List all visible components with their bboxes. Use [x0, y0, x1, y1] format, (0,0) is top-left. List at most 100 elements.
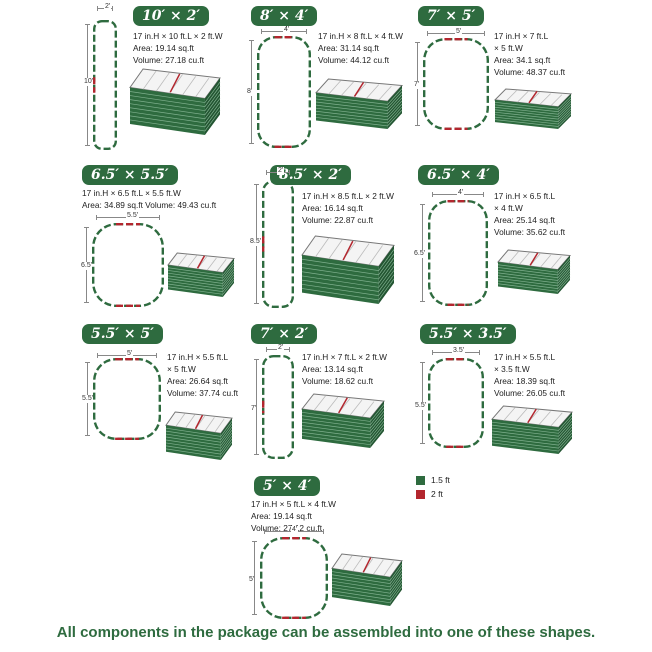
legend-label: 2 ft	[431, 489, 443, 499]
length-dimension-label: 5.5′	[82, 395, 94, 403]
length-dimension-label: 7′	[414, 81, 420, 89]
spec-line: Volume: 22.87 cu.ft	[302, 215, 374, 225]
length-dimension-line	[252, 541, 257, 615]
bed-outline-diagram	[262, 180, 294, 313]
shape-title: 6.5′ × 4′	[418, 165, 499, 185]
bed-outline-diagram	[92, 223, 164, 312]
bed-outline-diagram	[93, 20, 117, 155]
spec-list: 17 in.H × 7 ft.L × 2 ft.W Area: 13.14 sq.…	[302, 351, 387, 387]
spec-line: Volume: 26.05 cu.ft	[494, 388, 566, 398]
spec-line: 17 in.H × 5.5 ft.L	[167, 352, 229, 362]
raised-bed-illustration	[300, 392, 386, 455]
length-dimension-label: 10′	[84, 78, 94, 86]
spec-line: Area: 16.14 sq.ft	[302, 203, 363, 213]
spec-line: Area: 31.14 sq.ft	[318, 43, 379, 53]
spec-line: 17 in.H × 7 ft.L	[494, 31, 549, 41]
raised-bed-illustration	[314, 77, 404, 136]
bed-outline-diagram	[428, 358, 484, 453]
spec-list: 17 in.H × 5.5 ft.L × 3.5 ft.W Area: 18.39 …	[494, 351, 565, 399]
spec-line: Volume: 44.12 cu.ft	[318, 55, 390, 65]
width-dimension-label: 2′	[277, 344, 285, 352]
shape-title: 5.5′ × 5′	[82, 324, 163, 344]
spec-line: × 3.5 ft.W	[494, 364, 530, 374]
raised-bed-illustration	[166, 251, 236, 304]
bed-outline-diagram	[93, 358, 161, 445]
spec-line: Area: 25.14 sq.ft	[494, 215, 555, 225]
spec-list: 17 in.H × 5.5 ft.L × 5 ft.W Area: 26.64 sq…	[167, 351, 238, 399]
width-dimension-label: 2′	[104, 3, 112, 11]
shape-title: 7′ × 5′	[418, 6, 485, 26]
legend-swatch	[416, 489, 425, 499]
spec-line: 17 in.H × 5.5 ft.L	[494, 352, 556, 362]
shape-title: 5′ × 4′	[254, 476, 321, 496]
length-dimension-label: 5.5′	[415, 402, 427, 410]
spec-line: Area: 18.39 sq.ft	[494, 376, 555, 386]
spec-line: Volume: 18.62 cu.ft	[302, 376, 374, 386]
shape-title: 10′ × 2′	[133, 6, 210, 26]
spec-line: 17 in.H × 5 ft.L × 4 ft.W	[251, 499, 337, 509]
spec-line: 17 in.H × 6.5 ft.L	[494, 191, 556, 201]
raised-bed-illustration	[330, 552, 404, 613]
spec-line: Volume: 35.62 cu.ft	[494, 227, 566, 237]
spec-line: 17 in.H × 8.5 ft.L × 2 ft.W	[302, 191, 394, 201]
shape-title: 8′ × 4′	[251, 6, 318, 26]
raised-bed-illustration	[490, 404, 574, 461]
raised-bed-illustration	[300, 234, 396, 311]
width-dimension-label: 4′	[283, 26, 291, 34]
footer-caption: All components in the package can be ass…	[56, 624, 596, 641]
width-dimension-label: 3.5′	[452, 347, 466, 355]
raised-bed-illustration	[493, 87, 573, 136]
length-dimension-label: 8.5′	[250, 238, 262, 246]
length-dimension-label: 8′	[247, 88, 253, 96]
shape-title: 7′ × 2′	[251, 324, 318, 344]
spec-list: 17 in.H × 5 ft.L × 4 ft.W Area: 19.14 sq.…	[251, 498, 336, 534]
bed-outline-diagram	[257, 36, 311, 153]
shape-title: 5.5′ × 3.5′	[420, 324, 516, 344]
spec-line: Volume: 37.74 cu.ft	[167, 388, 239, 398]
spec-list: 17 in.H × 8.5 ft.L × 2 ft.W Area: 16.14 s…	[302, 190, 394, 226]
spec-line: × 5 ft.W	[494, 43, 523, 53]
legend: 1.5 ft 2 ft	[416, 473, 450, 501]
width-dimension-label: 4′	[457, 189, 465, 197]
shape-title: 6.5′ × 5.5′	[82, 165, 178, 185]
length-dimension-label: 7′	[251, 405, 257, 413]
length-dimension-line	[254, 359, 259, 455]
spec-line: Area: 13.14 sq.ft	[302, 364, 363, 374]
spec-list: 17 in.H × 7 ft.L × 5 ft.W Area: 34.1 sq.ft…	[494, 30, 565, 78]
bed-outline-diagram	[262, 355, 294, 464]
width-dimension-label: 2′	[277, 167, 285, 175]
spec-line: Volume: 27.18 cu.ft	[133, 55, 205, 65]
legend-label: 1.5 ft	[431, 475, 450, 485]
raised-bed-illustration	[128, 67, 222, 142]
length-dimension-label: 6.5′	[81, 262, 93, 270]
spec-list: 17 in.H × 6.5 ft.L × 5.5 ft.W Area: 34.89…	[82, 187, 216, 211]
bed-outline-diagram	[428, 200, 488, 311]
width-dimension-label: 4′	[291, 526, 299, 534]
spec-line: Area: 34.89 sq.ft Volume: 49.43 cu.ft	[82, 200, 217, 210]
spec-line: × 4 ft.W	[494, 203, 523, 213]
spec-line: Volume: 48.37 cu.ft	[494, 67, 566, 77]
width-dimension-label: 5′	[126, 350, 134, 358]
spec-list: 17 in.H × 8 ft.L × 4 ft.W Area: 31.14 sq.…	[318, 30, 403, 66]
spec-line: 17 in.H × 6.5 ft.L × 5.5 ft.W	[82, 188, 181, 198]
legend-swatch	[416, 475, 425, 485]
legend-item: 1.5 ft	[416, 473, 450, 487]
bed-outline-diagram	[260, 537, 328, 624]
width-dimension-label: 5.5′	[126, 212, 140, 220]
spec-line: Area: 19.14 sq.ft	[133, 43, 194, 53]
spec-line: 17 in.H × 8 ft.L × 4 ft.W	[318, 31, 404, 41]
spec-line: Volume: 27.12 cu.ft	[251, 523, 323, 533]
spec-line: Area: 34.1 sq.ft	[494, 55, 551, 65]
shape-title: 8.5′ × 2′	[270, 165, 351, 185]
spec-line: 17 in.H × 7 ft.L × 2 ft.W	[302, 352, 388, 362]
spec-line: × 5 ft.W	[167, 364, 196, 374]
raised-bed-illustration	[164, 410, 234, 467]
width-dimension-label: 5′	[455, 28, 463, 36]
spec-line: Area: 26.64 sq.ft	[167, 376, 228, 386]
spec-line: Area: 19.14 sq.ft	[251, 511, 312, 521]
length-dimension-label: 5′	[249, 576, 255, 584]
length-dimension-label: 6.5′	[414, 250, 426, 258]
bed-outline-diagram	[423, 38, 489, 135]
